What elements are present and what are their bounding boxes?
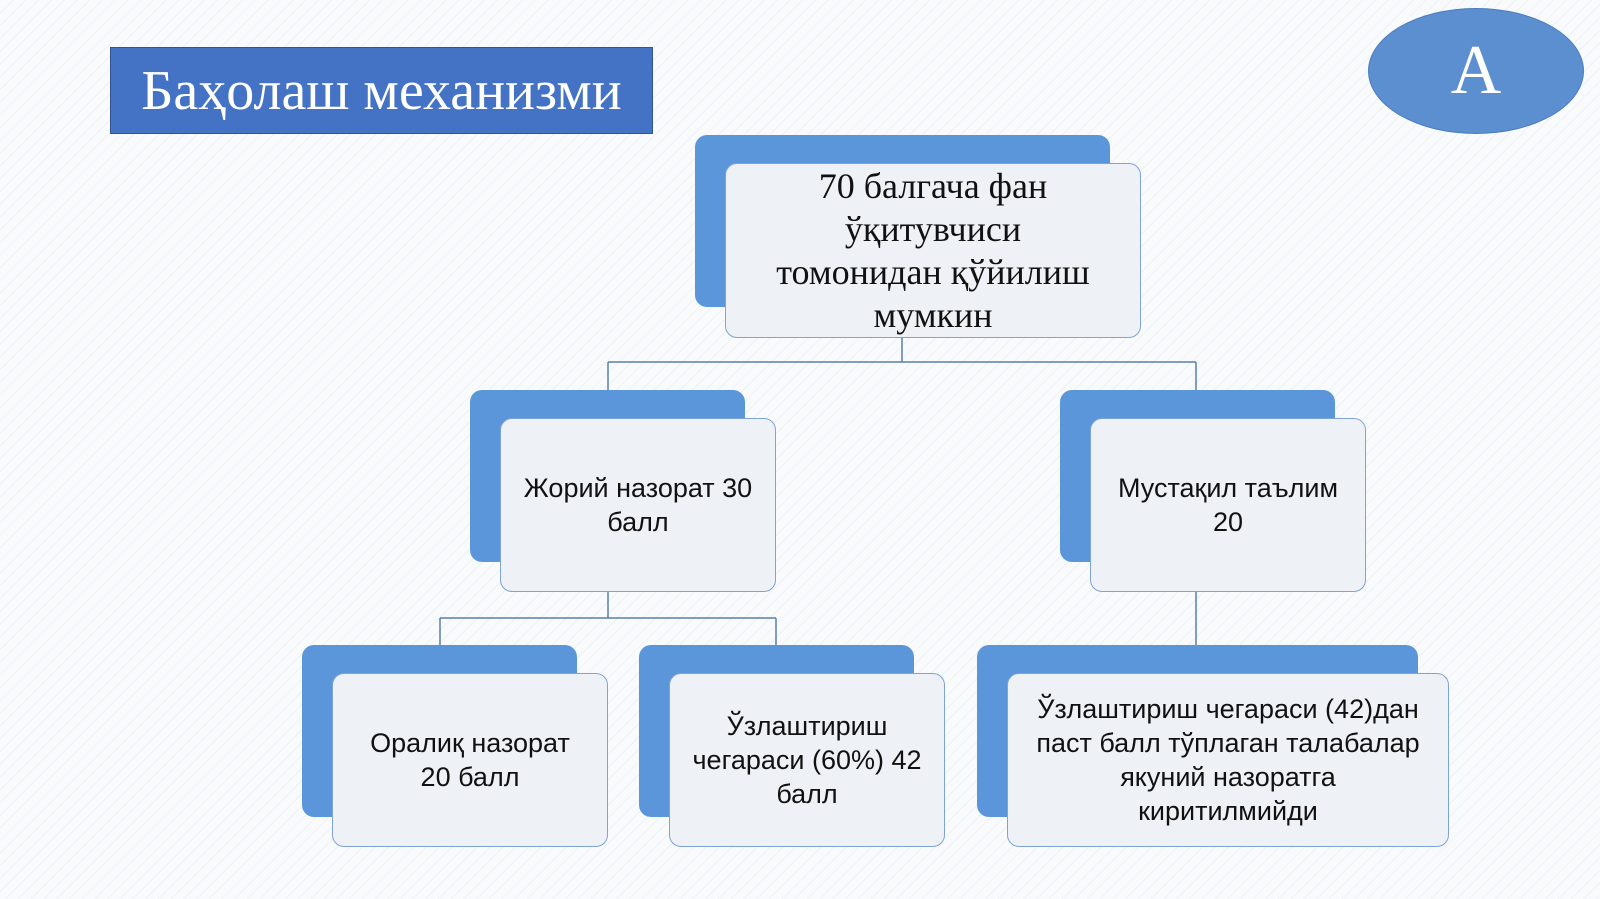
node-midterm-control-label: Оралиқ назорат 20 балл [370, 728, 570, 792]
node-current-control-label: Жорий назорат 30 балл [523, 473, 753, 537]
slide-title-box: Баҳолаш механизми [110, 47, 653, 134]
node-midterm-control: Оралиқ назорат 20 балл [302, 645, 608, 847]
node-pass-threshold-box: Ўзлаштириш чегараси (60%) 42 балл [669, 673, 945, 847]
node-root: 70 балгача фан ўқитувчиси томонидан қўйи… [695, 135, 1141, 338]
node-midterm-control-box: Оралиқ назорат 20 балл [332, 673, 608, 847]
node-independent-study: Мустақил таълим 20 [1060, 390, 1366, 592]
node-independent-study-label: Мустақил таълим 20 [1117, 473, 1339, 537]
node-pass-threshold: Ўзлаштириш чегараси (60%) 42 балл [639, 645, 945, 847]
node-exclusion-rule-box: Ўзлаштириш чегараси (42)дан паст балл тў… [1007, 673, 1449, 847]
node-independent-study-box: Мустақил таълим 20 [1090, 418, 1366, 592]
connector-current-to-children [439, 592, 777, 675]
node-pass-threshold-label: Ўзлаштириш чегараси (60%) 42 балл [692, 711, 922, 809]
slide-title: Баҳолаш механизми [141, 59, 622, 122]
badge-circle: A [1368, 8, 1584, 134]
node-root-label: 70 балгача фан ўқитувчиси томонидан қўйи… [776, 165, 1090, 335]
node-current-control-box: Жорий назорат 30 балл [500, 418, 776, 592]
node-exclusion-rule-label: Ўзлаштириш чегараси (42)дан паст балл тў… [1036, 694, 1420, 826]
node-exclusion-rule: Ўзлаштириш чегараси (42)дан паст балл тў… [977, 645, 1449, 847]
node-current-control: Жорий назорат 30 балл [470, 390, 776, 592]
badge-letter: A [1450, 32, 1502, 109]
connector-root-to-children [607, 338, 1197, 390]
node-root-box: 70 балгача фан ўқитувчиси томонидан қўйи… [725, 163, 1141, 338]
